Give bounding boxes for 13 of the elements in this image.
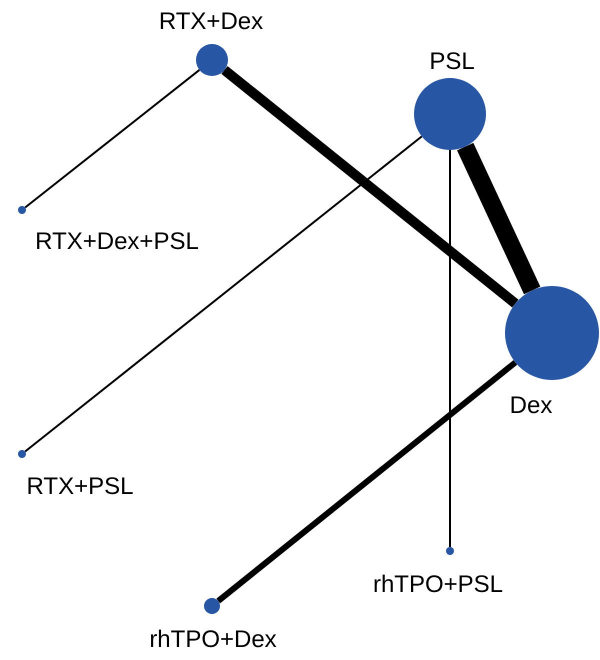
network-link — [457, 142, 540, 294]
treatment-label: RTX+Dex+PSL — [34, 227, 200, 257]
network-link — [221, 66, 518, 308]
network-link — [24, 69, 200, 208]
treatment-label: rhTPO+PSL — [372, 570, 504, 600]
network-link — [216, 360, 518, 604]
treatment-label: Dex — [508, 391, 554, 421]
treatment-label: PSL — [428, 47, 476, 77]
network-link — [449, 150, 451, 547]
network-link — [24, 136, 422, 452]
treatment-label: RTX+PSL — [26, 472, 134, 502]
treatment-label: RTX+Dex — [158, 7, 264, 37]
treatment-label: rhTPO+Dex — [148, 625, 278, 655]
